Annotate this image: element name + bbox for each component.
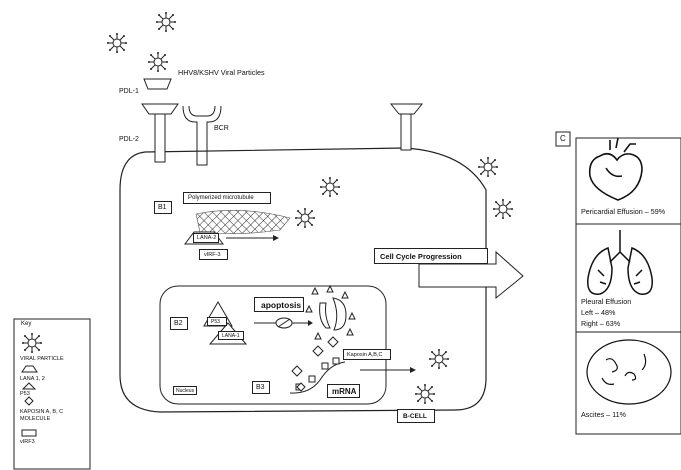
- kaposin-label: Kaposin A,B,C: [347, 352, 382, 358]
- pdl1-receptor: [144, 79, 171, 89]
- key-virf3-label: vIRF3: [20, 439, 35, 445]
- key-viral-icon: [22, 333, 42, 353]
- pericardial-effusion-label: Pericardial Effusion – 59%: [581, 208, 665, 216]
- p53-label-box: P53: [207, 317, 227, 326]
- pdl2-label: PDL-2: [119, 136, 139, 144]
- lana2-label: LANA-2: [197, 235, 216, 241]
- bcr-label: BCR: [214, 125, 229, 133]
- pleural-right-label: Right – 63%: [581, 320, 620, 328]
- viral-particle: [295, 208, 315, 228]
- key-kaposin-label-2: MOLECULE: [20, 416, 50, 422]
- p53-label: P53: [211, 319, 220, 325]
- lana1-label-box: LANA-1: [218, 331, 244, 340]
- viral-particles-label: HHV8/KSHV Viral Particles: [178, 69, 265, 77]
- apoptosis-label-box: apoptosis: [254, 297, 304, 312]
- viral-particle: [429, 349, 449, 369]
- bcr-receptor: [183, 106, 221, 165]
- polymerized-microtubule-label-box: Polymerized microtubule: [183, 192, 271, 204]
- b2-tag-text: B2: [174, 320, 183, 327]
- membrane-receptor: [391, 104, 422, 150]
- cell-cycle-label-box: Cell Cycle Progression: [374, 248, 488, 264]
- nucleus-label-box: Nucleus: [173, 386, 197, 395]
- key-viral-particle-label: VIRAL PARTICLE: [20, 356, 64, 362]
- key-p53-label: P53: [20, 391, 30, 397]
- polymerized-microtubule-label: Polymerized microtubule: [188, 195, 254, 201]
- pleural-left-label: Left – 48%: [581, 309, 615, 317]
- viral-particle: [148, 52, 168, 72]
- b1-tag: B1: [154, 201, 172, 214]
- virf3-label: vIRF-3: [204, 252, 221, 258]
- lana2-label-box: LANA-2: [193, 233, 219, 243]
- inhibition-icon: [276, 318, 292, 328]
- pdl1-label: PDL-1: [119, 88, 139, 96]
- kaposin-molecules: [292, 337, 339, 391]
- b3-tag: B3: [252, 381, 270, 394]
- key-kaposin-label-1: KAPOSIN A, B, C: [20, 409, 63, 415]
- viral-particle: [107, 33, 127, 53]
- panel-c-tag-text: C: [560, 134, 566, 143]
- virf3-label-box: vIRF-3: [199, 249, 228, 260]
- viral-particle: [415, 384, 435, 404]
- cell-cycle-label: Cell Cycle Progression: [380, 252, 462, 261]
- apoptotic-cell-fragments: [306, 286, 355, 339]
- viral-particle: [320, 177, 340, 197]
- viral-particle: [156, 12, 176, 32]
- pdl2-receptor: [142, 104, 178, 162]
- pleural-effusion-label: Pleural Effusion: [581, 298, 631, 306]
- b-cell-label-box: B-CELL: [397, 409, 435, 423]
- b1-tag-text: B1: [158, 204, 167, 211]
- b2-tag: B2: [170, 317, 188, 330]
- viral-particle: [478, 157, 498, 177]
- apoptosis-label: apoptosis: [261, 300, 301, 310]
- key-lana-label: LANA 1, 2: [20, 376, 45, 382]
- ascites-label: Ascites – 11%: [581, 411, 626, 419]
- key-virf3-icon: [22, 430, 36, 436]
- nucleus-label: Nucleus: [176, 388, 194, 394]
- kaposin-label-box: Kaposin A,B,C: [343, 349, 391, 360]
- key-title: Key: [21, 321, 31, 328]
- viral-particle: [493, 199, 513, 219]
- mrna-label-box: mRNA: [327, 384, 360, 398]
- mrna-label: mRNA: [332, 387, 356, 396]
- b-cell-label: B-CELL: [403, 413, 427, 420]
- lana1-label: LANA-1: [222, 333, 240, 339]
- b3-tag-text: B3: [256, 384, 265, 391]
